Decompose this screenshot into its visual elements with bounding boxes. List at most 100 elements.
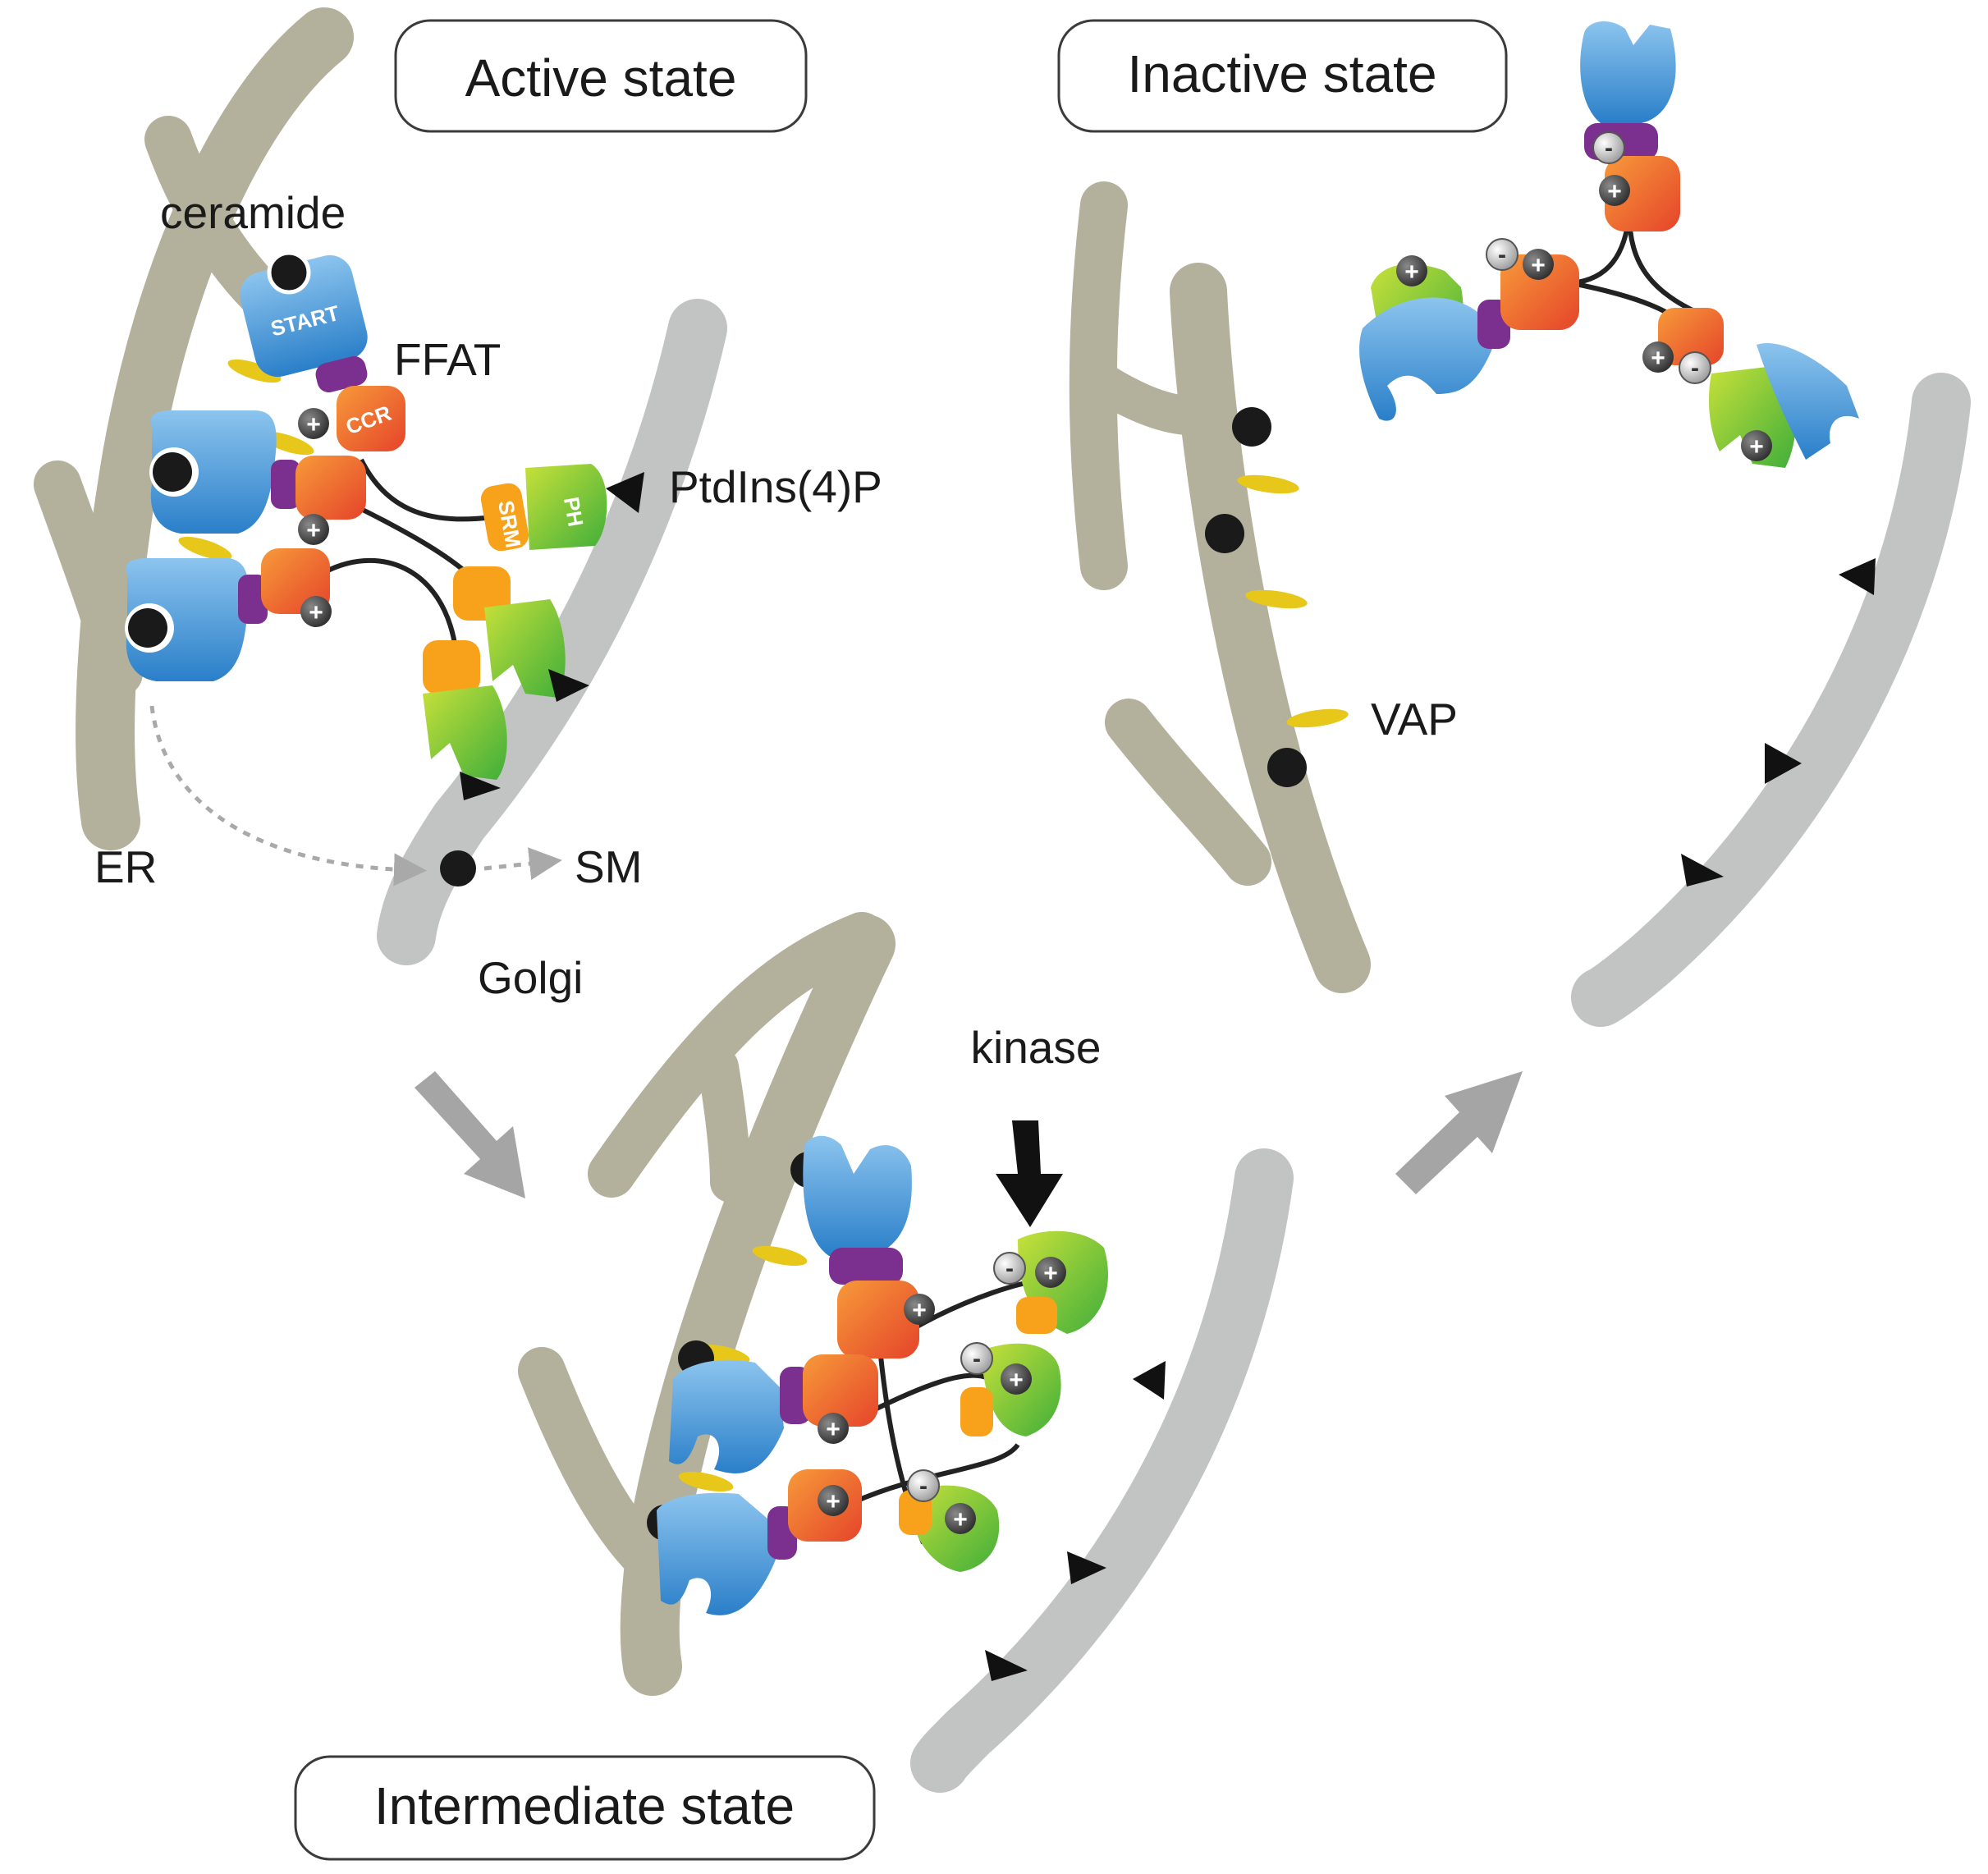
svg-text:+: + (1531, 252, 1546, 279)
vap-label: VAP (1371, 694, 1458, 745)
svg-text:+: + (1009, 1367, 1024, 1394)
ffat-motif (829, 1248, 903, 1285)
ceramide-lipid (267, 250, 311, 295)
ph-domain (423, 685, 507, 780)
start-domain (1757, 343, 1859, 460)
vap-inactive (1237, 474, 1349, 728)
cert-protein-c: + (657, 1469, 862, 1615)
flow-arrow-intermediate-to-inactive (1395, 1071, 1523, 1194)
plus-badge: + (818, 1413, 849, 1444)
ceramide-lipid (128, 608, 167, 648)
ptdins4p-markers-intermediate (985, 1361, 1166, 1681)
cert-protein-b: + (669, 1354, 878, 1473)
svg-text:-: - (1605, 135, 1613, 162)
srm-domain (1658, 308, 1724, 365)
sm-arrow (483, 847, 562, 881)
svg-text:-: - (1005, 1255, 1014, 1282)
svg-text:-: - (973, 1345, 981, 1372)
svg-text:-: - (1498, 241, 1506, 268)
plus-badge: + (818, 1485, 849, 1516)
start-domain (657, 1492, 776, 1615)
start-domain (669, 1359, 784, 1473)
panel-active: START CCR + SRM PH + (34, 7, 882, 1003)
plus-badge: + (1001, 1363, 1032, 1395)
svg-text:+: + (309, 599, 323, 626)
minus-badge: - (1486, 238, 1518, 271)
ph-arm-1: - + (993, 1230, 1108, 1334)
ccr-domain (1500, 254, 1579, 330)
plus-badge: + (1599, 175, 1630, 206)
svg-text:-: - (1691, 355, 1699, 382)
ptdins4p-markers-active (460, 472, 644, 800)
svg-text:-: - (919, 1473, 928, 1500)
sm-lipid (440, 850, 476, 887)
svg-text:+: + (953, 1506, 968, 1533)
ptdins4p-triangle (1681, 854, 1724, 887)
golgi-membrane-intermediate (910, 1148, 1294, 1793)
ptdins4p-markers-inactive (1681, 558, 1876, 887)
ptdins4p-triangle (1133, 1361, 1166, 1400)
sm-label: SM (575, 841, 643, 892)
ph-domain (525, 464, 607, 550)
er-membrane-inactive (1069, 181, 1371, 993)
ccr-domain (803, 1354, 878, 1427)
ptdins4p-triangle (460, 772, 501, 800)
ph-domain (484, 599, 566, 698)
ffat-label: FFAT (394, 334, 501, 385)
er-label: ER (94, 841, 157, 892)
golgi-membrane-inactive (1571, 373, 1971, 1027)
minus-badge: - (960, 1342, 993, 1375)
ccr-domain (837, 1281, 919, 1359)
ffat-motif (315, 356, 368, 392)
start-domain (1580, 21, 1676, 124)
ph-arm-2: - + (960, 1342, 1061, 1436)
svg-text:+: + (1651, 345, 1665, 372)
ptdins4p-triangle (1839, 558, 1876, 595)
ccr-domain (295, 456, 366, 520)
golgi-label: Golgi (478, 952, 583, 1003)
kinase-label: kinase (971, 1022, 1102, 1073)
intermediate-state-box (294, 1755, 876, 1861)
plus-badge: + (1741, 430, 1772, 461)
ceramide-lipid (153, 452, 192, 492)
srm-domain (1016, 1297, 1057, 1334)
ccr-domain (1605, 156, 1680, 231)
inactive-state-title: Inactive state (1127, 44, 1436, 103)
kinase-arrow (996, 1120, 1063, 1227)
plus-badge: + (1035, 1257, 1066, 1288)
svg-text:+: + (1607, 178, 1622, 205)
active-state-title: Active state (465, 48, 737, 108)
svg-text:+: + (1404, 259, 1419, 286)
cert-protein-2: + (149, 410, 566, 698)
svg-text:+: + (306, 517, 321, 544)
plus-badge: + (904, 1294, 935, 1325)
svg-text:+: + (1043, 1260, 1058, 1287)
ph-arm-3: - + (899, 1469, 1000, 1572)
srm-domain (960, 1387, 993, 1436)
panel-intermediate: + + + - + - + (294, 912, 1294, 1861)
plus-badge: + (1642, 341, 1674, 373)
start-domain (1359, 297, 1494, 421)
ceramide-inactive (1205, 407, 1307, 787)
ptdins4p-label: PtdIns(4)P (669, 461, 882, 512)
svg-text:+: + (826, 1488, 841, 1515)
minus-badge: - (907, 1469, 940, 1502)
cert-protein-3: + (125, 548, 507, 780)
inactive-state-box (1057, 19, 1508, 133)
ceramide-transfer-arrow (149, 705, 427, 887)
minus-badge: - (1592, 131, 1625, 164)
ptdins4p-triangle (1765, 743, 1802, 784)
svg-text:+: + (912, 1297, 927, 1324)
start-domain (150, 410, 277, 534)
svg-text:+: + (826, 1416, 841, 1443)
srm-domain (423, 640, 480, 694)
minus-badge: - (1679, 351, 1711, 384)
plus-badge: + (1396, 255, 1427, 286)
plus-badge: + (298, 514, 329, 545)
ffat-motif (271, 460, 300, 509)
cert-trimer: - + + - + + - + (1359, 21, 1859, 468)
plus-badge: + (945, 1503, 976, 1534)
ptdins4p-triangle (548, 669, 589, 702)
ptdins4p-triangle (606, 472, 644, 513)
